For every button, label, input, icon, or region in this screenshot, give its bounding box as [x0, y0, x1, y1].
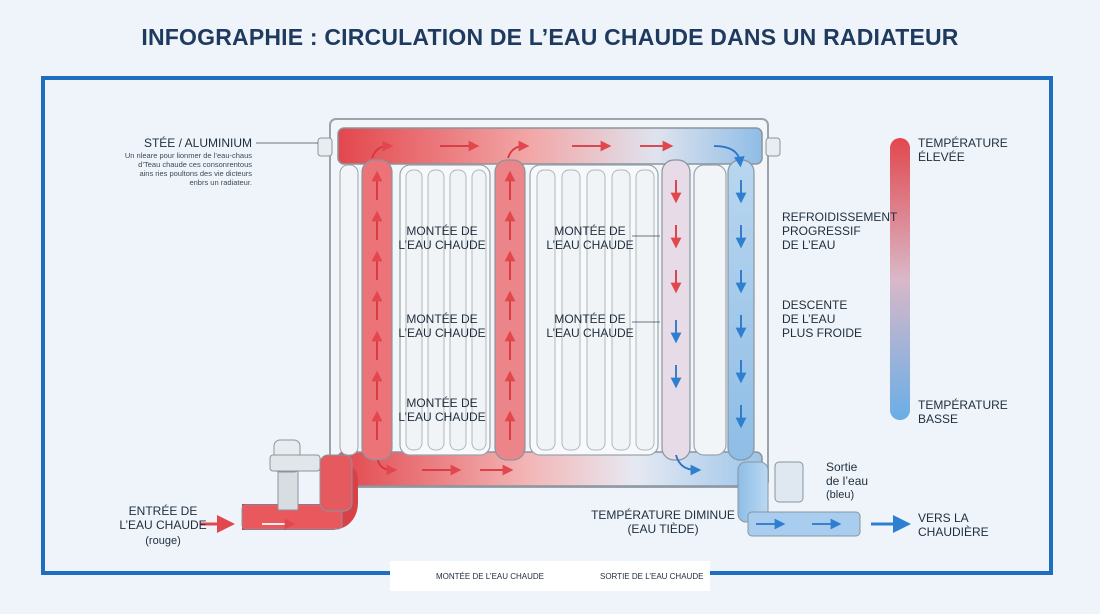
inlet-label: ENTRÉE DE L’EAU CHAUDE	[119, 504, 207, 532]
material-note-line: Un nleare pour lionmer de l’eau-chaus	[124, 151, 252, 160]
rise-label: MONTÉE DE L’EAU CHAUDE	[398, 224, 486, 252]
bottom-header-pipe	[337, 451, 763, 487]
outlet-label: Sortie de l’eau	[826, 460, 869, 488]
column-cooling	[661, 159, 691, 461]
material-note: Un nleare pour lionmer de l’eau-chaus d’…	[100, 151, 252, 187]
hot-flow-arrows	[371, 140, 682, 476]
fin-group-3	[693, 164, 727, 456]
material-label: STÉE / ALUMINIUM	[143, 136, 252, 150]
valve-stem	[277, 469, 299, 511]
material-note-line: d’Teau chaude ces consonrentous	[138, 160, 252, 169]
cold-flow-arrows	[670, 145, 842, 530]
outlet-note: (bleu)	[826, 489, 855, 501]
legend-hot-label: MONTÉE DE L’EAU CHAUDE	[436, 572, 545, 581]
outlet-valve	[774, 461, 804, 503]
outlet-pipe	[747, 511, 861, 537]
inlet-elbow	[319, 454, 353, 512]
rise-label: MONTÉE DE L’EAU CHAUDE	[546, 224, 634, 252]
material-note-line: ains ries poultons des vie dicteurs	[139, 169, 252, 178]
top-header-pipe	[337, 127, 763, 165]
inlet-note: (rouge)	[145, 535, 181, 547]
temp-drop-label: TEMPÉRATURE DIMINUE (EAU TIÈDE)	[591, 508, 735, 536]
cooling-label: REFROIDISSEMENT PROGRESSIF DE L’EAU	[782, 210, 898, 252]
descent-label: DESCENTE DE L’EAU PLUS FROIDE	[782, 298, 863, 340]
valve-body	[269, 454, 321, 472]
side-column-left	[339, 164, 359, 456]
rise-label: MONTÉE DE L’EAU CHAUDE	[398, 312, 486, 340]
rise-label: MONTÉE DE L’EAU CHAUDE	[398, 396, 486, 424]
material-note-line: enbrs un radiateur.	[189, 178, 252, 187]
plug-left-top	[317, 137, 333, 157]
to-boiler-label: VERS LA CHAUDIÈRE	[918, 511, 989, 539]
temperature-scale-bar	[890, 138, 910, 420]
rise-label: MONTÉE DE L’EAU CHAUDE	[546, 312, 634, 340]
legend: MONTÉE DE L’EAU CHAUDE SORTIE DE L’EAU C…	[390, 561, 710, 591]
temp-high-label: TEMPÉRATURE ÉLEVÉE	[918, 136, 1008, 164]
temp-low-label: TEMPÉRATURE BASSE	[918, 398, 1008, 426]
legend-cold-label: SORTIE DE L’EAU CHAUDE	[600, 572, 704, 581]
page-title: INFOGRAPHIE : CIRCULATION DE L’EAU CHAUD…	[141, 24, 959, 50]
plug-right-top	[765, 137, 781, 157]
